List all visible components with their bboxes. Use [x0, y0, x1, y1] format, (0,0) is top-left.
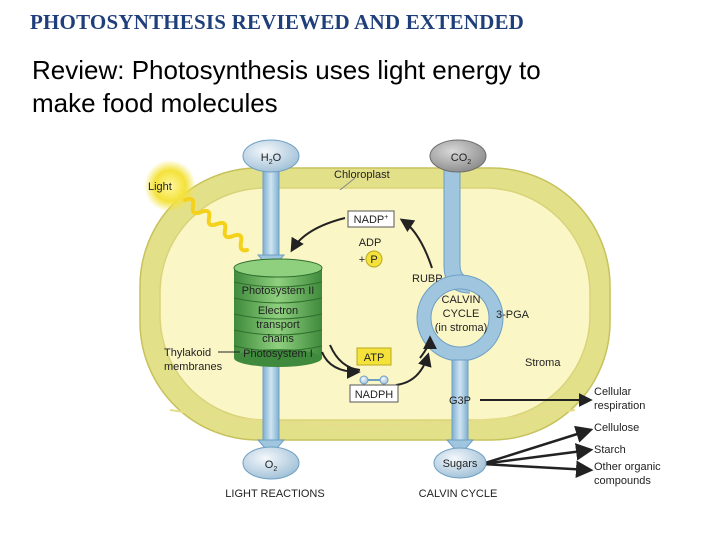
stroma-label: Stroma — [525, 357, 561, 369]
arrow-cellulose — [481, 425, 594, 466]
calvin-cycle-bottom-label: CALVIN CYCLE — [419, 488, 498, 500]
nadph-forward-arrow — [395, 352, 432, 386]
nadp-plus-box — [347, 210, 395, 228]
co2-label: CO2 — [451, 152, 472, 166]
rubp-label: RUBP — [412, 273, 443, 285]
slide-subtitle: Review: Photosynthesis uses light energy… — [32, 54, 692, 120]
cellulose-label: Cellulose — [594, 422, 639, 434]
electron-transport-line-3: chains — [262, 333, 294, 345]
other-organic-line-1: Other organic — [594, 461, 661, 473]
thylakoid-label-line-2: membranes — [164, 361, 223, 373]
nadph-ball-right — [379, 375, 389, 385]
o2-label: O2 — [265, 459, 278, 473]
light-sun — [144, 160, 196, 212]
starch-label: Starch — [594, 444, 626, 456]
cellular-respiration-line-2: respiration — [594, 400, 645, 412]
nadph-ball-left — [359, 375, 369, 385]
adp-plus-label: + — [359, 254, 365, 266]
cellular-respiration-line-1: Cellular — [594, 386, 632, 398]
calvin-cycle-loop-edge-in — [430, 288, 490, 348]
nadph-label: NADPH — [355, 389, 394, 401]
calvin-cycle-loop — [417, 275, 503, 361]
g3p-label: G3P — [449, 395, 471, 407]
o2-pipe — [262, 364, 280, 446]
phosphate-label: P — [370, 254, 377, 266]
chloroplast-label: Chloroplast — [334, 169, 390, 181]
other-organic-line-2: compounds — [594, 475, 651, 487]
nadph-box — [349, 384, 399, 403]
atp-box — [356, 347, 392, 366]
sugars-ball — [433, 447, 487, 479]
atp-label: ATP — [364, 352, 385, 364]
calvin-cycle-line-1: CALVIN — [442, 294, 481, 306]
photosystem-i-label: Photosystem I — [243, 348, 313, 360]
h2o-label: H2O — [261, 152, 282, 166]
light-label: Light — [148, 181, 172, 193]
sugars-label: Sugars — [443, 458, 478, 470]
light-reactions-label: LIGHT REACTIONS — [225, 488, 324, 500]
subtitle-line-2: make food molecules — [32, 88, 278, 118]
nadp-plus-label: NADP+ — [354, 214, 389, 226]
h2o-ball — [242, 139, 300, 173]
electron-transport-line-1: Electron — [258, 305, 298, 317]
arrow-starch — [481, 443, 594, 466]
chloroplast-membrane-line — [169, 409, 576, 426]
pga-label: 3-PGA — [496, 309, 530, 321]
phosphate-ball — [365, 250, 383, 268]
o2-ball — [242, 446, 300, 480]
h2o-pipe — [262, 159, 280, 261]
thylakoid-label-line-1: Thylakoid — [164, 347, 211, 359]
subtitle-line-1: Review: Photosynthesis uses light energy… — [32, 55, 541, 85]
co2-ball — [429, 139, 487, 173]
electron-transport-line-2: transport — [256, 319, 299, 331]
calvin-cycle-line-2: CYCLE — [443, 308, 480, 320]
atp-curve-arrow — [321, 351, 361, 379]
adp-label: ADP — [359, 237, 382, 249]
adp-return-arrow — [399, 218, 433, 269]
arrow-other-organic — [481, 460, 594, 478]
chloroplast-leader — [339, 177, 356, 191]
slide-heading: PHOTOSYNTHESIS REVIEWED AND EXTENDED — [30, 10, 525, 34]
nadp-return-arrow — [290, 217, 346, 253]
photosystem-ii-label: Photosystem II — [242, 285, 315, 297]
light-wave — [183, 196, 249, 253]
thylakoid-stack — [233, 258, 323, 367]
calvin-cycle-line-3: (in stroma) — [435, 322, 488, 334]
